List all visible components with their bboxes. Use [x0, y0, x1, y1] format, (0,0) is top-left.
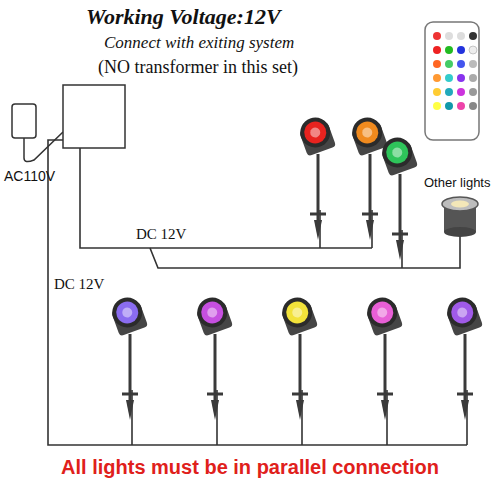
transformer-box: [63, 85, 125, 148]
note-text: (NO transformer in this set): [98, 57, 298, 78]
spot-light: [108, 293, 148, 420]
spot-light: [278, 293, 318, 420]
note-text: Connect with exiting system: [104, 33, 294, 53]
remote-control: [425, 22, 479, 140]
power-cord: [24, 132, 63, 162]
spot-light: [348, 113, 388, 240]
spot-light: [378, 133, 418, 260]
dc-wires: [48, 140, 467, 445]
diagram-title: Working Voltage:12V: [86, 4, 281, 29]
inground-light: [442, 197, 478, 237]
spot-light: [363, 293, 403, 420]
spot-light: [443, 293, 483, 420]
part-label: Other lights: [424, 176, 490, 191]
voltage-label: DC 12V: [136, 226, 186, 243]
diagram-caption: All lights must be in parallel connectio…: [61, 456, 439, 479]
voltage-label: AC110V: [4, 168, 55, 184]
plug-symbol: [12, 104, 36, 138]
spot-light: [296, 113, 336, 240]
voltage-label: DC 12V: [54, 276, 104, 293]
spot-light: [193, 293, 233, 420]
